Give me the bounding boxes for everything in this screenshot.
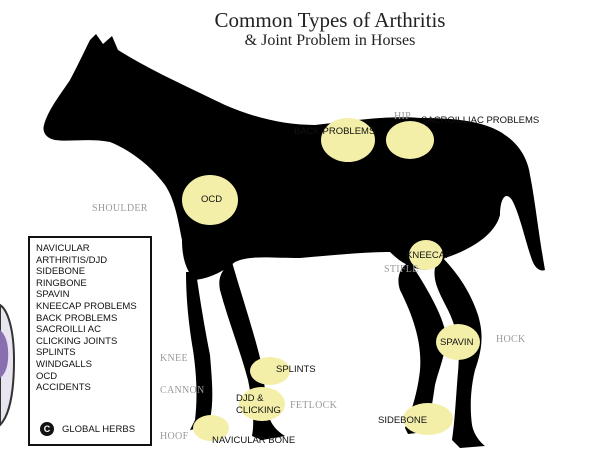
spot-back-problems — [321, 118, 375, 162]
legend-item: OCD — [36, 371, 150, 383]
label-djd-line2: CLICKING — [236, 405, 281, 416]
label-sacroiliac-problems: SACROILLIAC PROBLEMS — [421, 115, 539, 126]
legend-item: CLICKING JOINTS — [36, 336, 150, 348]
legend-item: SACROILLI AC — [36, 324, 150, 336]
brand-name: GLOBAL HERBS — [62, 424, 135, 435]
legend-item: RINGBONE — [36, 278, 150, 290]
legend-item: ACCIDENTS — [36, 382, 150, 394]
label-stifle: STIFLE — [384, 264, 419, 275]
legend-item: NAVICULAR — [36, 243, 150, 255]
label-ocd: OCD — [201, 194, 222, 205]
label-shoulder: SHOULDER — [92, 203, 148, 214]
legend-item: SIDEBONE — [36, 266, 150, 278]
label-spavin: SPAVIN — [440, 337, 473, 348]
label-back-problems: BACK PROBLEMS — [294, 126, 375, 137]
label-hock: HOCK — [496, 334, 526, 345]
spot-sacroiliac — [386, 121, 434, 159]
global-herbs-brand: C GLOBAL HERBS — [40, 422, 135, 436]
label-hoof: HOOF — [160, 431, 188, 442]
legend-item: SPLINTS — [36, 347, 150, 359]
global-herbs-logo-icon: C — [40, 422, 54, 436]
label-sidebone: SIDEBONE — [378, 415, 427, 426]
legend-item: WINDGALLS — [36, 359, 150, 371]
label-navicular-bone: NAVICULAR BONE — [212, 435, 295, 446]
legend-item: ARTHRITIS/DJD — [36, 255, 150, 267]
label-djd-line1: DJD & — [236, 393, 263, 404]
label-kneecap: KNEECAP — [406, 250, 451, 261]
label-hip: HIP — [394, 111, 411, 122]
label-fetlock: FETLOCK — [290, 400, 337, 411]
legend-item: BACK PROBLEMS — [36, 313, 150, 325]
legend-item: SPAVIN — [36, 289, 150, 301]
label-cannon: CANNON — [160, 385, 205, 396]
legend-item: KNEECAP PROBLEMS — [36, 301, 150, 313]
legend-box: NAVICULAR ARTHRITIS/DJD SIDEBONE RINGBON… — [28, 236, 152, 446]
label-knee: KNEE — [160, 353, 188, 364]
edge-graphic — [0, 300, 16, 430]
horse-front-leg-far — [186, 272, 212, 430]
label-splints: SPLINTS — [276, 364, 316, 375]
